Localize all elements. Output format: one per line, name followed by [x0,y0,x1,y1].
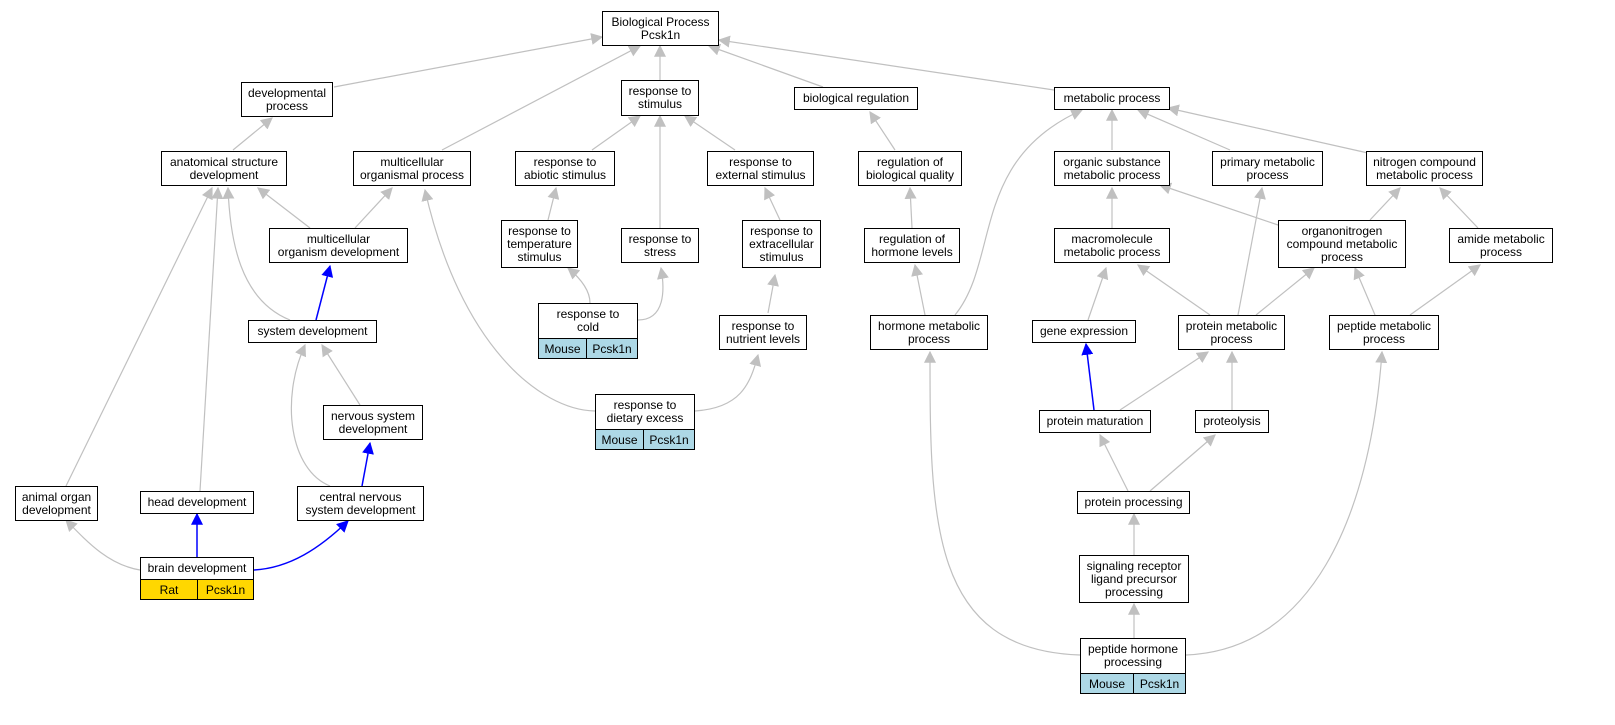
edge-extracellular-to-external [764,186,781,221]
node-organonitrogen-compound-metabolic-process[interactable]: organonitrogen compound metabolic proces… [1278,220,1406,268]
edge-abiotic-to-response-to-stimulus [591,115,641,151]
node-response-to-abiotic-stimulus[interactable]: response to abiotic stimulus [515,151,615,186]
edge-cold-to-temperature [567,267,591,304]
edge-dietary-excess-to-nutrient [694,353,762,412]
edge-multicellular-organism-development-to-multicellular-organismal [354,187,393,229]
node-response-to-cold[interactable]: response to cold [538,303,638,339]
edge-metabolic-process-to-root [717,35,1055,91]
edge-peptide-hormone-to-peptide-metabolic [1185,350,1388,656]
node-response-to-stimulus[interactable]: response to stimulus [621,80,699,116]
edge-multicellular-organism-development-to-anatomical [257,187,311,229]
edge-peptide-hormone-to-hormone-metabolic [924,350,1081,656]
node-regulation-of-hormone-levels[interactable]: regulation of hormone levels [864,228,960,263]
edge-peptide-metabolic-to-amide [1409,264,1481,316]
brain-development-species: Rat [140,579,198,600]
node-primary-metabolic-process[interactable]: primary metabolic process [1212,151,1323,186]
node-hormone-metabolic-process[interactable]: hormone metabolic process [870,315,988,350]
node-animal-organ-development[interactable]: animal organ development [15,486,98,521]
node-root[interactable]: Biological Process Pcsk1n [602,11,719,46]
node-peptide-hormone-processing[interactable]: peptide hormone processing [1080,638,1186,674]
node-regulation-of-biological-quality[interactable]: regulation of biological quality [858,151,962,186]
node-multicellular-organism-development[interactable]: multicellular organism development [269,228,408,263]
edge-hormone-metabolic-to-hormone-levels [911,263,926,316]
edge-gene-expression-to-macromolecule [1087,266,1109,321]
node-response-to-dietary-excess[interactable]: response to dietary excess [595,394,695,430]
response-to-dietary-excess-gene: Pcsk1n [643,429,695,450]
edge-protein-maturation-to-gene-expression [1081,342,1095,411]
node-organic-substance-metabolic-process[interactable]: organic substance metabolic process [1054,151,1170,186]
edge-developmental-process-to-root [333,33,604,88]
edge-nutrient-to-extracellular [767,273,779,314]
edge-protein-metabolic-to-primary [1237,186,1266,316]
edge-external-to-response-to-stimulus [684,115,736,151]
edge-temperature-to-abiotic [547,186,560,221]
node-response-to-temperature-stimulus[interactable]: response to temperature stimulus [501,220,578,268]
edge-system-development-to-multicellular-organism-development [315,264,334,321]
node-head-development[interactable]: head development [140,491,254,514]
peptide-hormone-processing-gene: Pcsk1n [1133,673,1186,694]
node-response-to-external-stimulus[interactable]: response to external stimulus [707,151,814,186]
node-multicellular-organismal-process[interactable]: multicellular organismal process [353,151,471,186]
edge-nervous-system-to-system [321,343,361,406]
edge-protein-metabolic-to-organonitrogen [1255,267,1315,316]
edge-hormone-levels-to-regulation-quality [904,186,917,229]
edge-cns-to-nervous-system [361,441,374,487]
edge-anatomical-structure-to-developmental [232,117,273,151]
node-developmental-process[interactable]: developmental process [241,82,333,117]
node-amide-metabolic-process[interactable]: amide metabolic process [1449,228,1553,263]
node-protein-maturation[interactable]: protein maturation [1039,410,1151,433]
node-protein-processing[interactable]: protein processing [1077,491,1190,514]
edge-hormone-metabolic-to-metabolic [954,108,1084,316]
brain-development-gene: Pcsk1n [197,579,254,600]
node-response-to-extracellular-stimulus[interactable]: response to extracellular stimulus [742,220,821,268]
node-peptide-metabolic-process[interactable]: peptide metabolic process [1329,315,1439,350]
edge-primary-to-metabolic [1136,108,1231,151]
edge-peptide-metabolic-to-organonitrogen [1353,266,1376,316]
edge-cns-to-system [290,343,331,487]
edge-protein-metabolic-to-macromolecule [1137,264,1211,316]
peptide-hormone-processing-species: Mouse [1080,673,1134,694]
node-macromolecule-metabolic-process[interactable]: macromolecule metabolic process [1054,228,1170,263]
node-response-to-nutrient-levels[interactable]: response to nutrient levels [719,315,807,350]
edge-dietary-excess-to-multicellular-organismal [421,188,596,412]
edge-regulation-quality-to-biological-regulation [869,110,896,151]
edge-nitrogen-to-metabolic [1166,104,1369,154]
node-biological-regulation[interactable]: biological regulation [794,87,918,110]
node-protein-metabolic-process[interactable]: protein metabolic process [1178,315,1285,350]
response-to-cold-gene: Pcsk1n [586,338,638,359]
edge-biological-regulation-to-root [707,44,824,88]
edge-protein-maturation-to-protein-metabolic [1119,351,1210,411]
edge-amide-to-nitrogen [1439,187,1479,229]
node-brain-development[interactable]: brain development [140,557,254,580]
node-metabolic-process[interactable]: metabolic process [1054,87,1170,110]
node-gene-expression[interactable]: gene expression [1032,320,1136,343]
edge-brain-development-to-cns [253,520,349,571]
edge-protein-processing-to-proteolysis [1149,434,1216,492]
edge-protein-processing-to-maturation [1099,433,1129,492]
response-to-cold-species: Mouse [538,338,587,359]
edge-organonitrogen-to-organic [1158,182,1279,226]
edge-brain-development-to-animal-organ [65,519,141,571]
edge-system-development-to-anatomical [222,186,291,321]
edge-multicellular-organismal-process-to-root [441,45,642,151]
node-proteolysis[interactable]: proteolysis [1195,410,1269,433]
edge-organonitrogen-to-nitrogen [1369,187,1401,221]
edge-cold-to-stress [637,266,669,321]
node-response-to-stress[interactable]: response to stress [621,228,699,263]
edge-animal-organ-to-anatomical [65,186,213,487]
node-nervous-system-development[interactable]: nervous system development [323,405,423,440]
node-central-nervous-system-development[interactable]: central nervous system development [297,486,424,521]
node-nitrogen-compound-metabolic-process[interactable]: nitrogen compound metabolic process [1366,151,1483,186]
node-signaling-receptor-ligand-precursor-processing[interactable]: signaling receptor ligand precursor proc… [1079,555,1189,603]
node-system-development[interactable]: system development [248,320,377,343]
edge-head-development-to-anatomical [199,186,224,492]
node-anatomical-structure-development[interactable]: anatomical structure development [161,151,287,186]
response-to-dietary-excess-species: Mouse [595,429,644,450]
